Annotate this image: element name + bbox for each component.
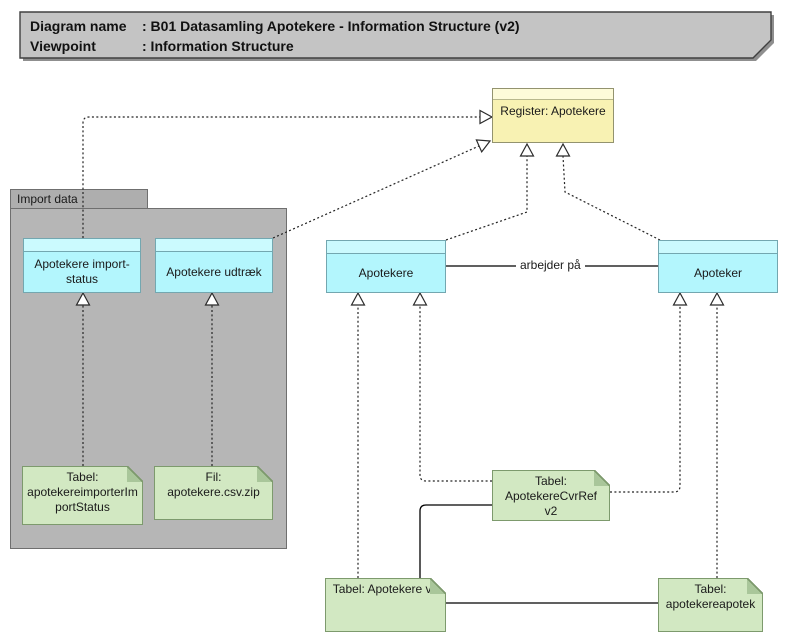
triangle-arrowhead <box>709 291 725 306</box>
realization-note-cvrref-to-apoteker <box>610 305 681 493</box>
note-label: Tabel: apotekereimporterImportStatus <box>27 470 138 514</box>
triangle-arrowhead <box>672 291 688 306</box>
import-data-group-label: Import data <box>17 192 78 206</box>
data-object-apotekere-udtraek[interactable]: Apotekere udtræk <box>155 238 273 293</box>
viewpoint-value: : Information Structure <box>142 38 294 54</box>
triangle-arrowhead <box>519 142 535 157</box>
node-label: Apoteker <box>693 265 743 280</box>
diagram-name-row: Diagram name : B01 Datasamling Apotekere … <box>30 16 520 36</box>
realization-udtraek-to-register <box>272 145 480 239</box>
note-fold-icon <box>430 578 446 594</box>
data-object-apoteker[interactable]: Apoteker <box>658 240 778 293</box>
diagram-name-value: : B01 Datasamling Apotekere - Informatio… <box>142 18 520 34</box>
object-top-band <box>156 239 272 252</box>
business-object-register-apotekere[interactable]: Register: Apotekere <box>492 88 614 143</box>
note-label: Tabel: ApotekereCvrRef v2 <box>504 474 598 518</box>
viewpoint-label: Viewpoint <box>30 38 96 54</box>
note-tabel-apotekere-v2[interactable]: Tabel: Apotekere v2 <box>325 578 446 632</box>
note-tabel-apotekerecvrref-v2[interactable]: Tabel: ApotekereCvrRef v2 <box>492 470 610 521</box>
triangle-arrowhead <box>479 109 494 125</box>
data-object-apotekere-import-status[interactable]: Apotekere import-status <box>23 238 141 293</box>
triangle-arrowhead <box>412 291 428 306</box>
triangle-arrowhead <box>475 139 492 153</box>
data-object-apotekere[interactable]: Apotekere <box>326 240 446 293</box>
triangle-arrowhead <box>555 142 571 157</box>
note-fold-icon <box>594 470 610 486</box>
node-label: Apotekere <box>358 265 414 280</box>
realization-apoteker-to-register <box>562 155 661 241</box>
realization-note-cvrref-to-apotekere <box>419 305 492 482</box>
object-top-band <box>659 241 777 254</box>
import-data-group-tab[interactable]: Import data <box>10 189 148 209</box>
note-fold-icon <box>127 466 143 482</box>
note-label: Fil: apotekere.csv.zip <box>167 470 260 499</box>
object-top-band <box>493 89 613 100</box>
note-tabel-apotekereapotek[interactable]: Tabel: apotekereapotek <box>658 578 763 632</box>
viewpoint-row: Viewpoint : Information Structure <box>30 36 520 56</box>
triangle-arrowhead <box>350 291 366 306</box>
note-fil-apotekere-csv-zip[interactable]: Fil: apotekere.csv.zip <box>154 466 273 520</box>
diagram-title-block: Diagram name : B01 Datasamling Apotekere … <box>30 16 520 56</box>
realization-apotekere-to-register <box>445 156 528 241</box>
association-cvrref-apotekere-v2 <box>419 504 492 578</box>
note-label: Tabel: apotekereapotek <box>665 582 756 611</box>
note-tabel-apotekereimporterimportstatus[interactable]: Tabel: apotekereimporterImportStatus <box>22 466 143 525</box>
node-label: Register: Apotekere <box>500 104 606 118</box>
note-fold-icon <box>257 466 273 482</box>
association-label-arbejder-pa: arbejder på <box>516 258 585 272</box>
note-fold-icon <box>747 578 763 594</box>
node-label: Apotekere udtræk <box>166 264 262 279</box>
object-top-band <box>327 241 445 254</box>
object-top-band <box>24 239 140 252</box>
diagram-name-label: Diagram name <box>30 18 127 34</box>
note-label: Tabel: Apotekere v2 <box>332 582 439 596</box>
node-label: Apotekere import-status <box>34 257 130 286</box>
